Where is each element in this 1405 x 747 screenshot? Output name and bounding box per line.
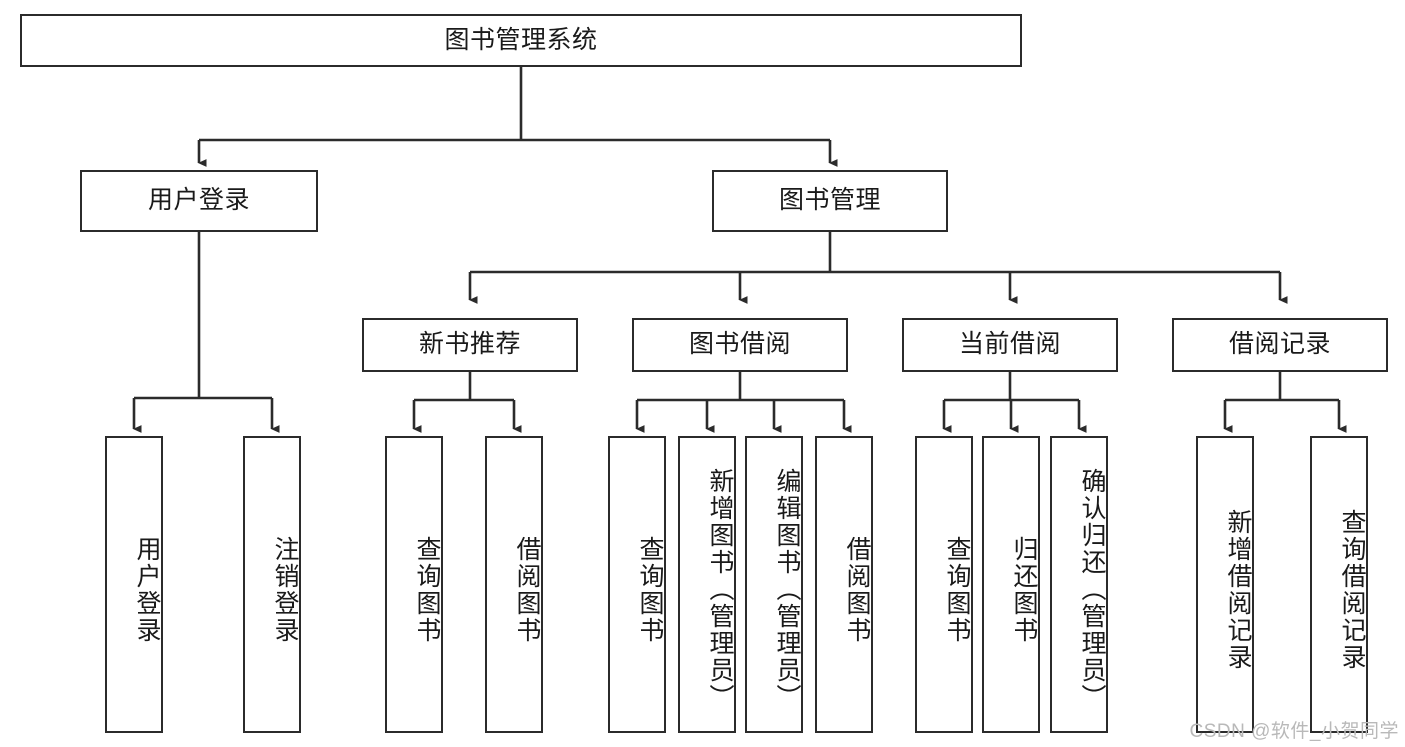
- leaf-current-return-book[interactable]: 归还图书: [982, 436, 1040, 733]
- node-label: 图书借阅: [688, 330, 791, 359]
- node-label: 查询图书: [636, 535, 664, 644]
- leaf-new-book-query[interactable]: 查询图书: [385, 436, 443, 733]
- node-label: 借阅记录: [1228, 330, 1331, 359]
- node-label: 新增借阅记录: [1224, 508, 1252, 671]
- node-label: 查询借阅记录: [1338, 508, 1366, 671]
- node-label: 图书管理系统: [444, 25, 598, 54]
- leaf-current-confirm-return[interactable]: 确认归还（管理员）: [1050, 436, 1108, 733]
- node-book-borrow[interactable]: 图书借阅: [632, 318, 848, 372]
- node-label: 编辑图书（管理员）: [773, 468, 801, 711]
- leaf-user-login-logout[interactable]: 注销登录: [243, 436, 301, 733]
- node-label: 归还图书: [1010, 535, 1038, 644]
- node-label: 当前借阅: [958, 330, 1061, 359]
- leaf-current-query-book[interactable]: 查询图书: [915, 436, 973, 733]
- node-borrow-record[interactable]: 借阅记录: [1172, 318, 1388, 372]
- leaf-record-add-record[interactable]: 新增借阅记录: [1196, 436, 1254, 733]
- node-label: 借阅图书: [513, 535, 541, 644]
- leaf-borrow-borrow-book[interactable]: 借阅图书: [815, 436, 873, 733]
- node-label: 图书管理: [778, 186, 881, 215]
- node-new-book-recommend[interactable]: 新书推荐: [362, 318, 578, 372]
- node-label: 借阅图书: [843, 535, 871, 644]
- node-label: 新增图书（管理员）: [706, 468, 734, 711]
- leaf-new-book-borrow[interactable]: 借阅图书: [485, 436, 543, 733]
- node-root-system[interactable]: 图书管理系统: [20, 14, 1022, 67]
- leaf-record-query-record[interactable]: 查询借阅记录: [1310, 436, 1368, 733]
- node-label: 新书推荐: [418, 330, 521, 359]
- node-label: 确认归还（管理员）: [1078, 468, 1106, 711]
- node-current-borrow[interactable]: 当前借阅: [902, 318, 1118, 372]
- node-book-management[interactable]: 图书管理: [712, 170, 948, 232]
- watermark: CSDN @软件_小贺同学: [1189, 721, 1399, 742]
- node-label: 注销登录: [271, 535, 299, 644]
- leaf-borrow-add-book[interactable]: 新增图书（管理员）: [678, 436, 736, 733]
- node-label: 查询图书: [413, 535, 441, 644]
- leaf-user-login-login[interactable]: 用户登录: [105, 436, 163, 733]
- node-label: 用户登录: [133, 535, 161, 644]
- leaf-borrow-edit-book[interactable]: 编辑图书（管理员）: [745, 436, 803, 733]
- node-label: 查询图书: [943, 535, 971, 644]
- node-user-login[interactable]: 用户登录: [80, 170, 318, 232]
- node-label: 用户登录: [147, 186, 250, 215]
- leaf-borrow-query-book[interactable]: 查询图书: [608, 436, 666, 733]
